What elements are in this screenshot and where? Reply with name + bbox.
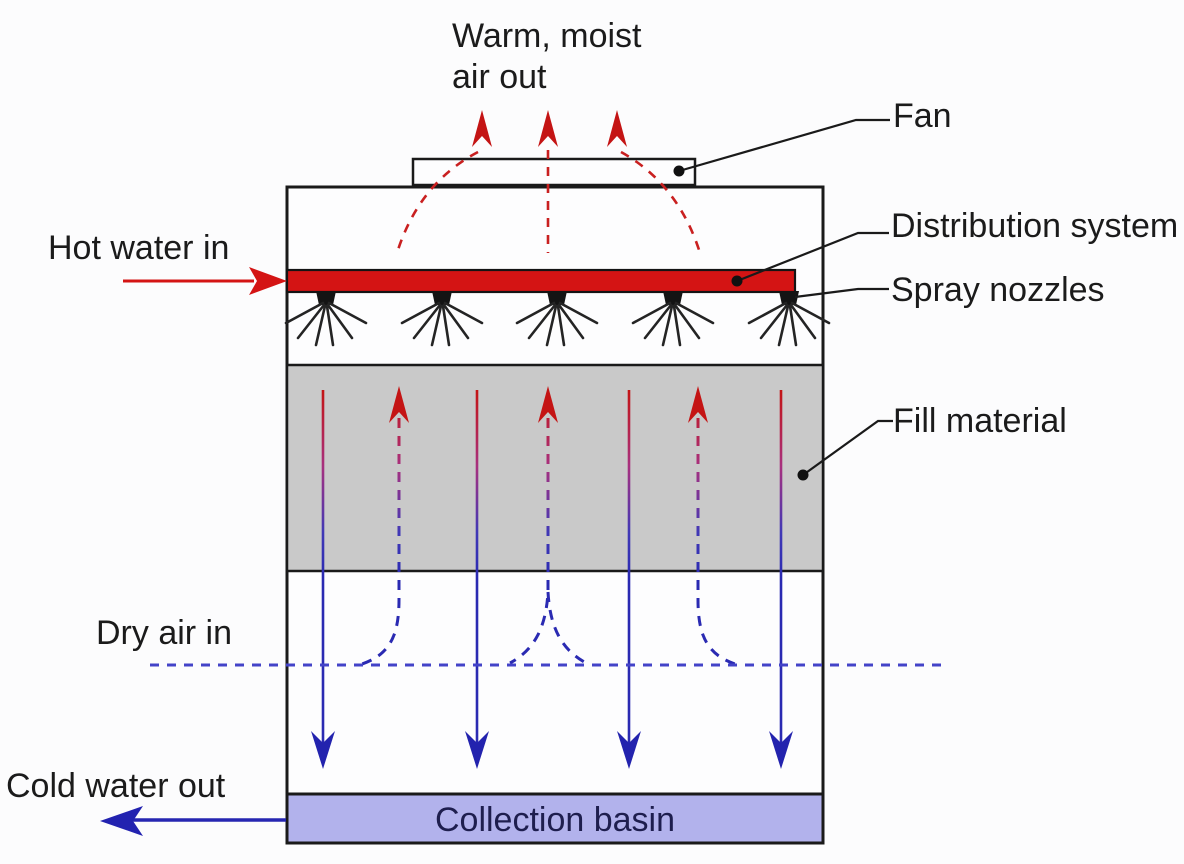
water-lines [321,390,783,744]
dry-air-in-label: Dry air in [96,614,233,652]
fill-leader [802,419,893,476]
spray-leader [794,287,889,299]
leader-dots [673,165,809,481]
warm-air-out-arrows [472,110,627,147]
distribution-system-label: Distribution system [891,207,1179,245]
collection-basin-region [285,792,825,845]
fan-housing [411,157,697,187]
warm-moist-air-out-line2: air out [452,58,547,96]
fill-material-region [285,363,825,573]
spray-nozzles-label: Spray nozzles [891,271,1105,309]
distribution-pipe [285,268,797,294]
hot-water-in-label: Hot water in [48,229,230,267]
fan-leader [678,118,890,173]
warm-moist-air-out-line1: Warm, moist [452,17,642,55]
cold-water-out-label: Cold water out [6,767,226,805]
rising-air-lines [361,418,736,666]
fill-material-label: Fill material [893,402,1067,440]
fan-label: Fan [893,97,952,135]
distribution-leader [736,231,889,283]
hot-water-arrow [123,267,287,295]
warm-air-streamlines [395,150,702,254]
cold-water-arrow [100,806,286,836]
collection-basin-label: Collection basin [434,801,676,839]
leader-lines [678,118,893,476]
warm-moist-air-out-label: Warm, moist air out [452,16,642,98]
